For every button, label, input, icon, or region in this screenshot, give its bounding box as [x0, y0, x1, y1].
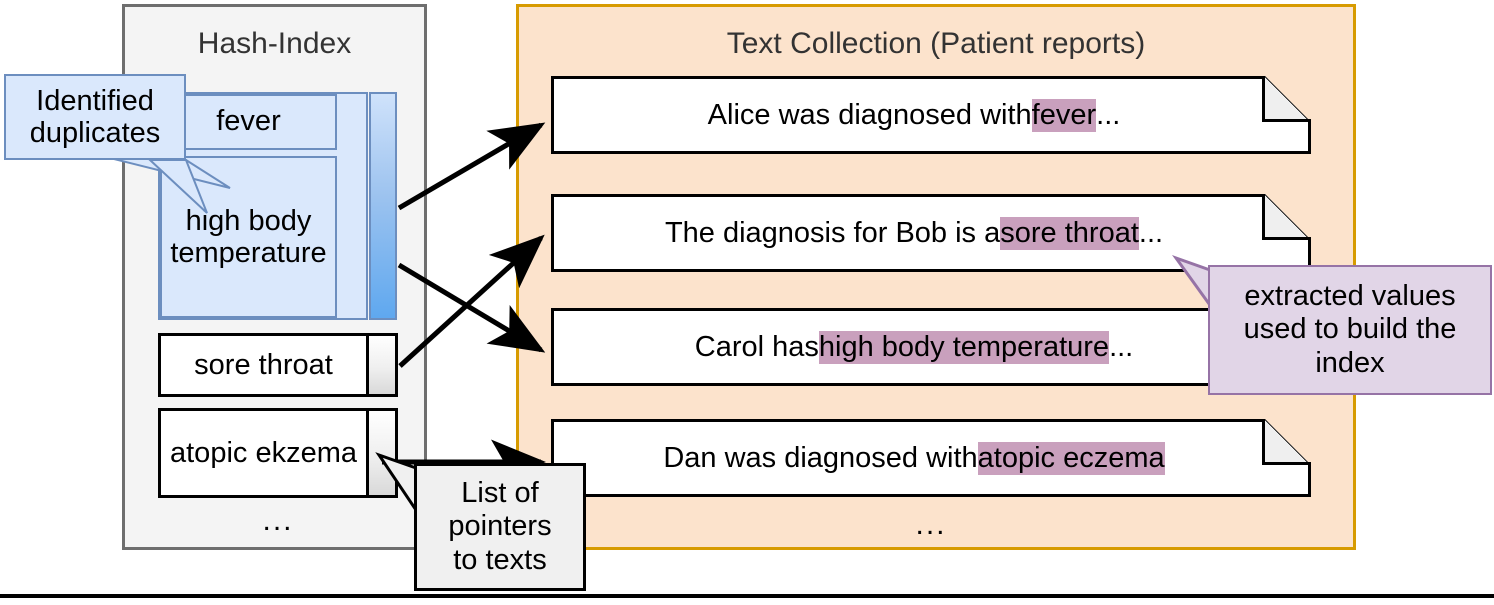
pointer-list-cell[interactable] — [366, 336, 395, 394]
callout-line: Identified — [36, 84, 154, 117]
document-text-suffix: ... — [1109, 330, 1134, 363]
highlighted-value: high body temperature — [818, 330, 1110, 364]
hash-index-ellipsis: ... — [262, 503, 294, 537]
fold-edge — [1265, 462, 1311, 465]
document-text-suffix: ... — [1096, 98, 1121, 131]
index-entry-label: atopic ekzema — [170, 436, 357, 469]
duplicate-group-pointer-bar[interactable] — [369, 92, 397, 320]
fold-edge — [1265, 237, 1311, 240]
callout-line: index — [1315, 346, 1385, 379]
document-text-prefix: Dan was diagnosed with — [663, 441, 978, 474]
document-text: Carol has high body temperature... — [551, 308, 1311, 386]
document-carol[interactable]: Carol has high body temperature... — [551, 308, 1311, 386]
document-text-prefix: The diagnosis for Bob is a — [664, 216, 1001, 249]
document-text: Dan was diagnosed with atopic eczema — [551, 419, 1311, 497]
index-entry-label: sore throat — [194, 348, 333, 381]
document-bob[interactable]: The diagnosis for Bob is a sore throat..… — [551, 194, 1311, 272]
document-text-suffix: ... — [1138, 216, 1164, 249]
index-entry-high-body-temperature[interactable]: high body temperature — [160, 156, 337, 318]
document-text-prefix: Alice was diagnosed with — [707, 98, 1032, 131]
highlighted-value: fever — [1031, 98, 1097, 132]
document-text: The diagnosis for Bob is a sore throat..… — [551, 194, 1311, 272]
index-entry-fever[interactable]: fever — [160, 94, 337, 150]
callout-list-of-pointers: List of pointers to texts — [414, 463, 586, 591]
pointer-list-cell[interactable] — [366, 411, 395, 495]
callout-line: List of — [461, 477, 539, 510]
document-text-prefix: Carol has — [694, 330, 819, 363]
callout-line: duplicates — [29, 117, 161, 149]
fold-edge — [1265, 119, 1311, 122]
callout-line: to texts — [453, 543, 547, 576]
document-page — [551, 419, 1311, 497]
text-collection-title: Text Collection (Patient reports) — [726, 26, 1146, 60]
document-text: Alice was diagnosed with fever... — [551, 76, 1311, 154]
index-entry-atopic-ekzema[interactable]: atopic ekzema — [158, 408, 398, 498]
callout-line: extracted values — [1244, 279, 1456, 312]
fold-edge — [1262, 76, 1265, 122]
callout-line: used to build the — [1243, 313, 1457, 346]
bottom-divider — [0, 594, 1494, 598]
text-collection-ellipsis: ... — [915, 507, 947, 541]
hash-index-title: Hash-Index — [197, 26, 352, 60]
callout-extracted-values: extracted values used to build the index — [1208, 265, 1492, 395]
callout-line: pointers — [448, 510, 552, 543]
document-dan[interactable]: Dan was diagnosed with atopic eczema — [551, 419, 1311, 497]
callout-identified-duplicates: Identified duplicates — [4, 74, 186, 160]
highlighted-value: atopic eczema — [977, 441, 1165, 475]
index-entry-sore-throat[interactable]: sore throat — [158, 333, 398, 397]
document-page — [551, 76, 1311, 154]
highlighted-value: sore throat — [1000, 216, 1139, 250]
fold-edge — [1262, 194, 1265, 240]
fold-edge — [1262, 419, 1265, 465]
document-alice[interactable]: Alice was diagnosed with fever... — [551, 76, 1311, 154]
